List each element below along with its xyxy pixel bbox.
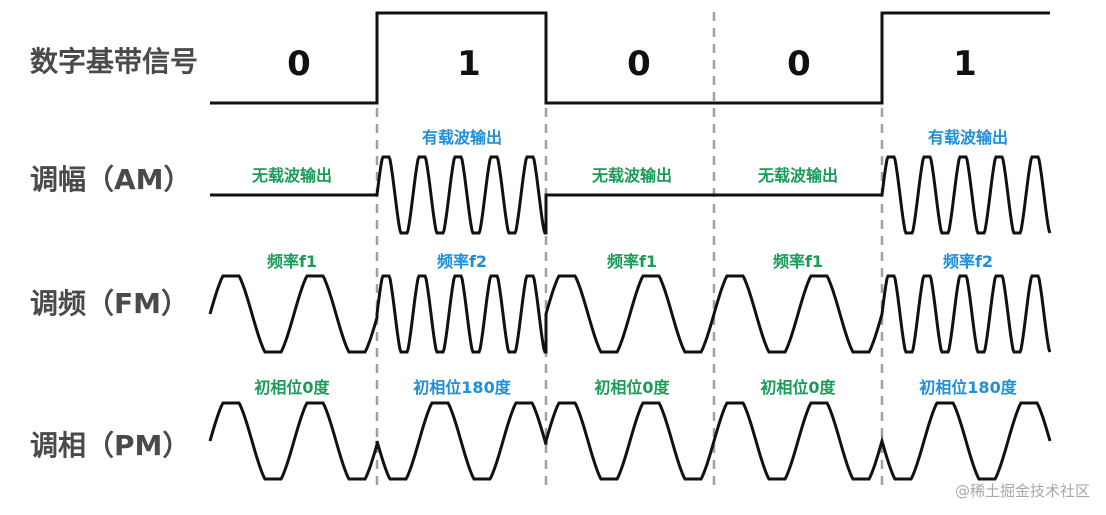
fm-annotation: 频率f1 <box>772 252 824 271</box>
bit-value: 0 <box>627 44 651 84</box>
fm-waveform <box>208 274 1052 354</box>
digital-baseband-waveform <box>210 11 1050 105</box>
fm-annotation: 频率f1 <box>266 252 318 271</box>
pm-label: 调相（PM） <box>30 429 191 462</box>
am-label: 调幅（AM） <box>30 163 192 196</box>
fm-annotation: 频率f1 <box>606 252 658 271</box>
am-annotation: 无载波输出 <box>757 166 838 185</box>
fm-annotation: 频率f2 <box>436 252 488 271</box>
bit-value: 0 <box>787 44 811 84</box>
pm-waveform <box>208 401 1052 481</box>
am-annotation: 无载波输出 <box>591 166 672 185</box>
watermark-text: @稀土掘金技术社区 <box>954 482 1090 500</box>
bit-value: 1 <box>953 44 977 84</box>
digital-baseband-label: 数字基带信号 <box>30 45 199 78</box>
am-annotation: 有载波输出 <box>421 128 502 147</box>
fm-annotation: 频率f2 <box>942 252 994 271</box>
bit-value: 1 <box>457 44 481 84</box>
pm-annotation: 初相位0度 <box>254 378 330 397</box>
am-waveform <box>210 155 1052 235</box>
pm-annotation: 初相位180度 <box>919 378 1017 397</box>
pm-annotation: 初相位180度 <box>413 378 511 397</box>
am-annotation: 有载波输出 <box>927 128 1008 147</box>
pm-annotation: 初相位0度 <box>594 378 670 397</box>
am-annotation: 无载波输出 <box>251 166 332 185</box>
pm-annotation: 初相位0度 <box>760 378 836 397</box>
bit-value: 0 <box>287 44 311 84</box>
fm-label: 调频（FM） <box>30 287 189 320</box>
